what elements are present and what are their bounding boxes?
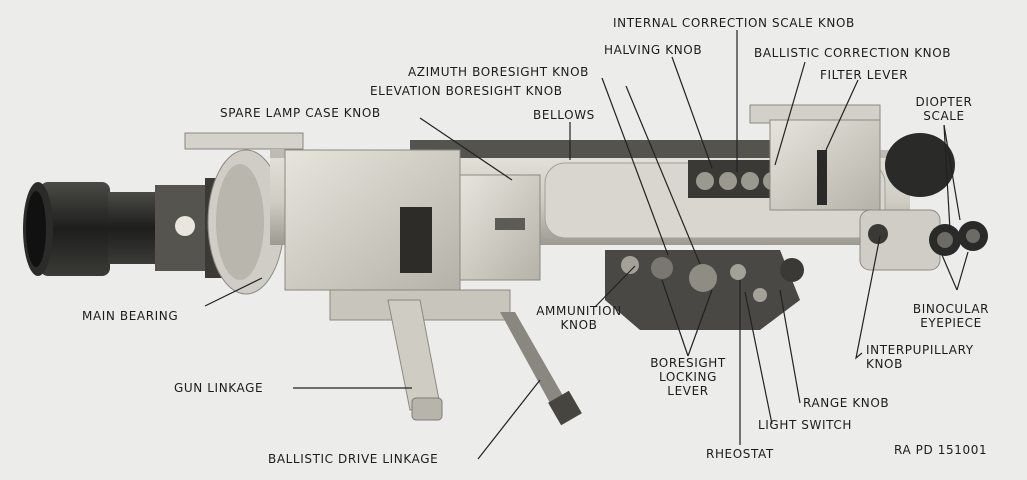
- label-interpupillary-knob-line1: INTERPUPILLARY: [866, 343, 974, 357]
- label-azimuth-boresight-knob: AZIMUTH BORESIGHT KNOB: [408, 65, 590, 79]
- label-ammunition-knob: AMMUNITION KNOB: [527, 304, 631, 332]
- label-binocular-eyepiece-line2: EYEPIECE: [920, 316, 982, 330]
- label-bellows: BELLOWS: [533, 108, 595, 122]
- label-main-bearing: MAIN BEARING: [82, 309, 179, 323]
- figure-id: RA PD 151001: [894, 443, 988, 457]
- label-boresight-locking-lever-line2: LOCKING: [659, 370, 717, 384]
- label-gun-linkage: GUN LINKAGE: [174, 381, 264, 395]
- label-boresight-locking-lever-line3: LEVER: [667, 384, 709, 398]
- objective-lens-barrel: [23, 178, 223, 278]
- label-light-switch: LIGHT SWITCH: [758, 418, 852, 432]
- linkages: [329, 289, 582, 426]
- label-diopter-scale: DIOPTER SCALE: [906, 95, 982, 123]
- label-range-knob: RANGE KNOB: [803, 396, 890, 410]
- label-interpupillary-knob-line2: KNOB: [866, 357, 903, 371]
- label-interpupillary-knob: INTERPUPILLARY KNOB: [866, 343, 974, 371]
- label-internal-correction-scale-knob: INTERNAL CORRECTION SCALE KNOB: [613, 16, 855, 30]
- label-boresight-locking-lever: BORESIGHT LOCKING LEVER: [640, 356, 736, 398]
- label-elevation-boresight-knob: ELEVATION BORESIGHT KNOB: [370, 84, 563, 98]
- lower-knob-cluster: [605, 250, 804, 330]
- label-filter-lever: FILTER LEVER: [820, 68, 909, 82]
- main-bearing-plate: [184, 132, 304, 295]
- leader-lines: [204, 30, 969, 460]
- label-rheostat: RHEOSTAT: [706, 447, 774, 461]
- label-ballistic-correction-knob: BALLISTIC CORRECTION KNOB: [754, 46, 952, 60]
- label-ballistic-drive-linkage: BALLISTIC DRIVE LINKAGE: [268, 452, 439, 466]
- label-ammunition-knob-line1: AMMUNITION: [536, 304, 622, 318]
- eyepiece-assembly: [749, 104, 988, 271]
- label-binocular-eyepiece-line1: BINOCULAR: [912, 302, 990, 316]
- label-spare-lamp-case-knob: SPARE LAMP CASE KNOB: [220, 106, 381, 120]
- label-ammunition-knob-line2: KNOB: [560, 318, 598, 332]
- label-diopter-scale-line1: DIOPTER: [915, 95, 973, 109]
- label-binocular-eyepiece: BINOCULAR EYEPIECE: [903, 302, 999, 330]
- label-boresight-locking-lever-line1: BORESIGHT: [650, 356, 726, 370]
- lamp-housing-boxes: [284, 149, 541, 291]
- label-halving-knob: HALVING KNOB: [604, 43, 703, 57]
- label-diopter-scale-line2: SCALE: [923, 109, 965, 123]
- control-panel: [688, 160, 781, 198]
